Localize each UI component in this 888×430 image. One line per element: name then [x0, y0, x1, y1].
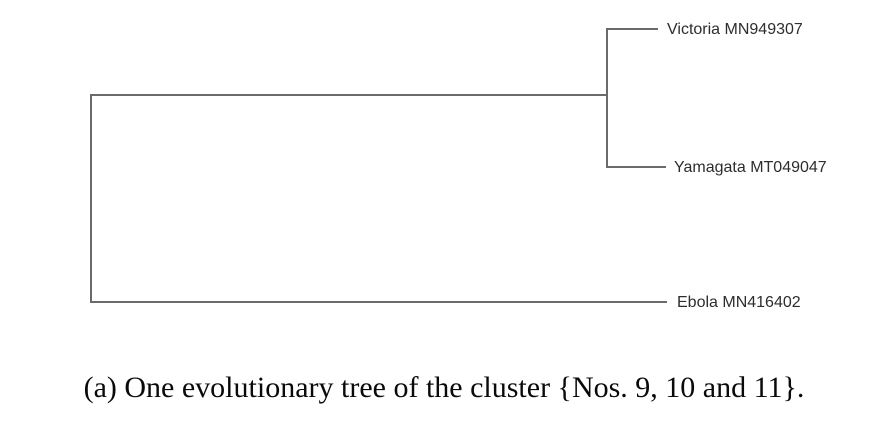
ebola-terminal-branch [90, 301, 667, 303]
taxon-label-yamagata: Yamagata MT049047 [674, 159, 827, 176]
inner-node-vertical-branch [606, 28, 608, 168]
taxon-label-ebola: Ebola MN416402 [677, 294, 801, 311]
yamagata-terminal-branch [606, 166, 666, 168]
figure-caption: (a) One evolutionary tree of the cluster… [83, 371, 805, 404]
victoria-terminal-branch [606, 28, 658, 30]
taxon-label-victoria: Victoria MN949307 [667, 21, 803, 38]
clade-horizontal-branch [90, 94, 608, 96]
root-vertical-branch [90, 94, 92, 303]
